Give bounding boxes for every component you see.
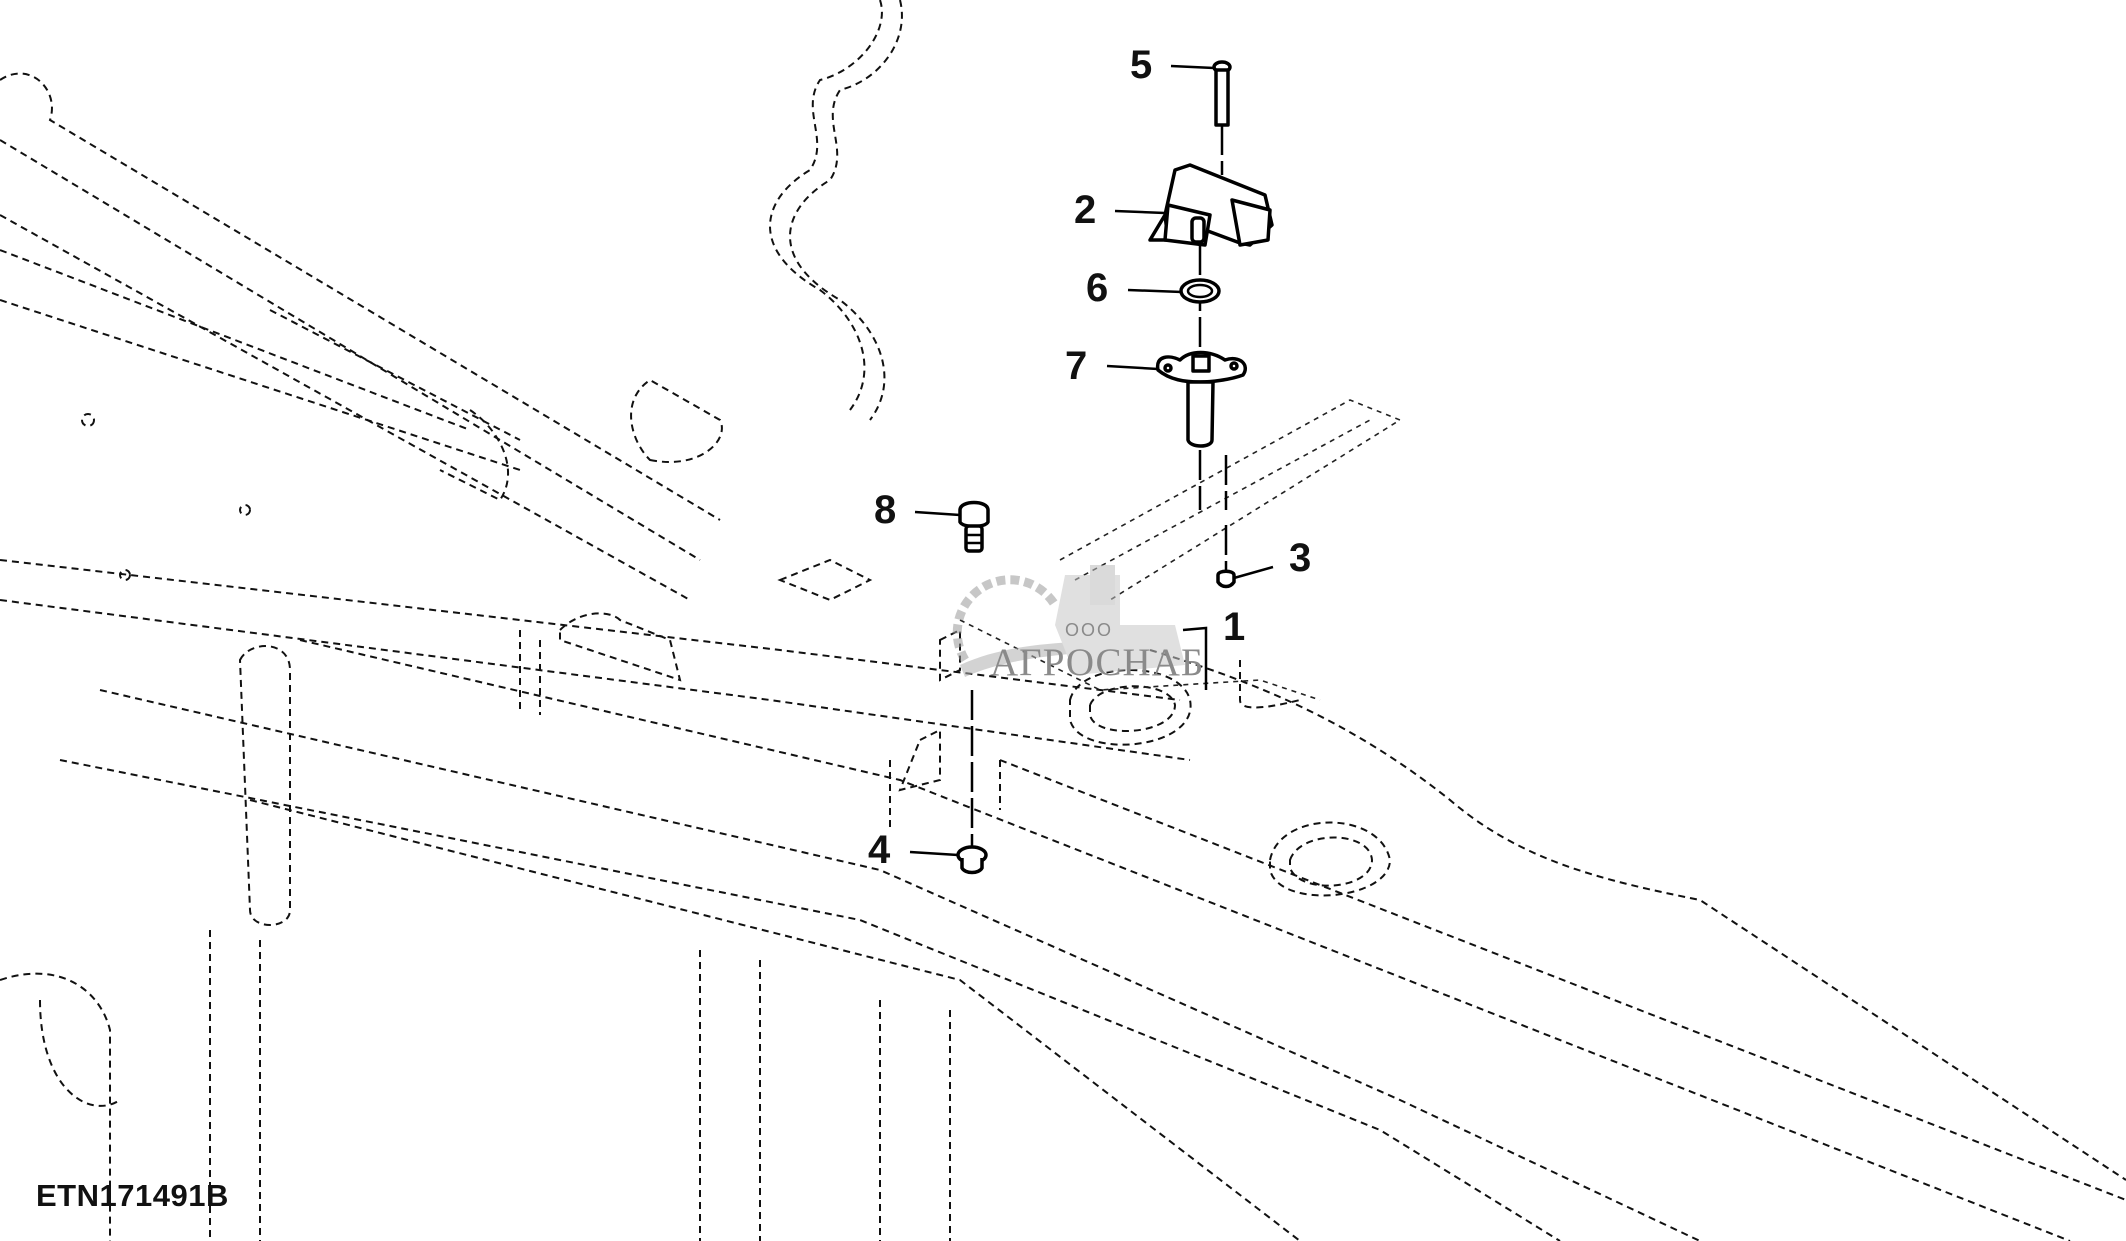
callout-8: 8 — [874, 488, 897, 532]
part-flange-shaft — [1155, 350, 1247, 510]
callout-1: 1 — [1223, 605, 1246, 649]
callout-6: 6 — [1086, 266, 1109, 310]
part-bracket — [1182, 626, 1301, 709]
part-o-ring — [1179, 245, 1221, 355]
callout-3: 3 — [1289, 536, 1312, 580]
part-screw — [1212, 60, 1232, 175]
part-nut — [1216, 525, 1236, 589]
part-bolt — [958, 500, 990, 553]
part-flange-nut — [956, 690, 988, 875]
watermark-prefix: ООО — [1065, 620, 1114, 640]
part-sensor — [1148, 163, 1274, 247]
callout-5: 5 — [1130, 43, 1153, 87]
watermark-name: АГРОСНАБ — [990, 641, 1205, 684]
callout-4: 4 — [868, 828, 891, 872]
figure-id: ETN171491B — [36, 1178, 229, 1213]
watermark-logo — [952, 565, 1185, 677]
callout-7: 7 — [1065, 344, 1088, 388]
leader-lines — [909, 64, 1274, 857]
callout-2: 2 — [1074, 188, 1097, 232]
